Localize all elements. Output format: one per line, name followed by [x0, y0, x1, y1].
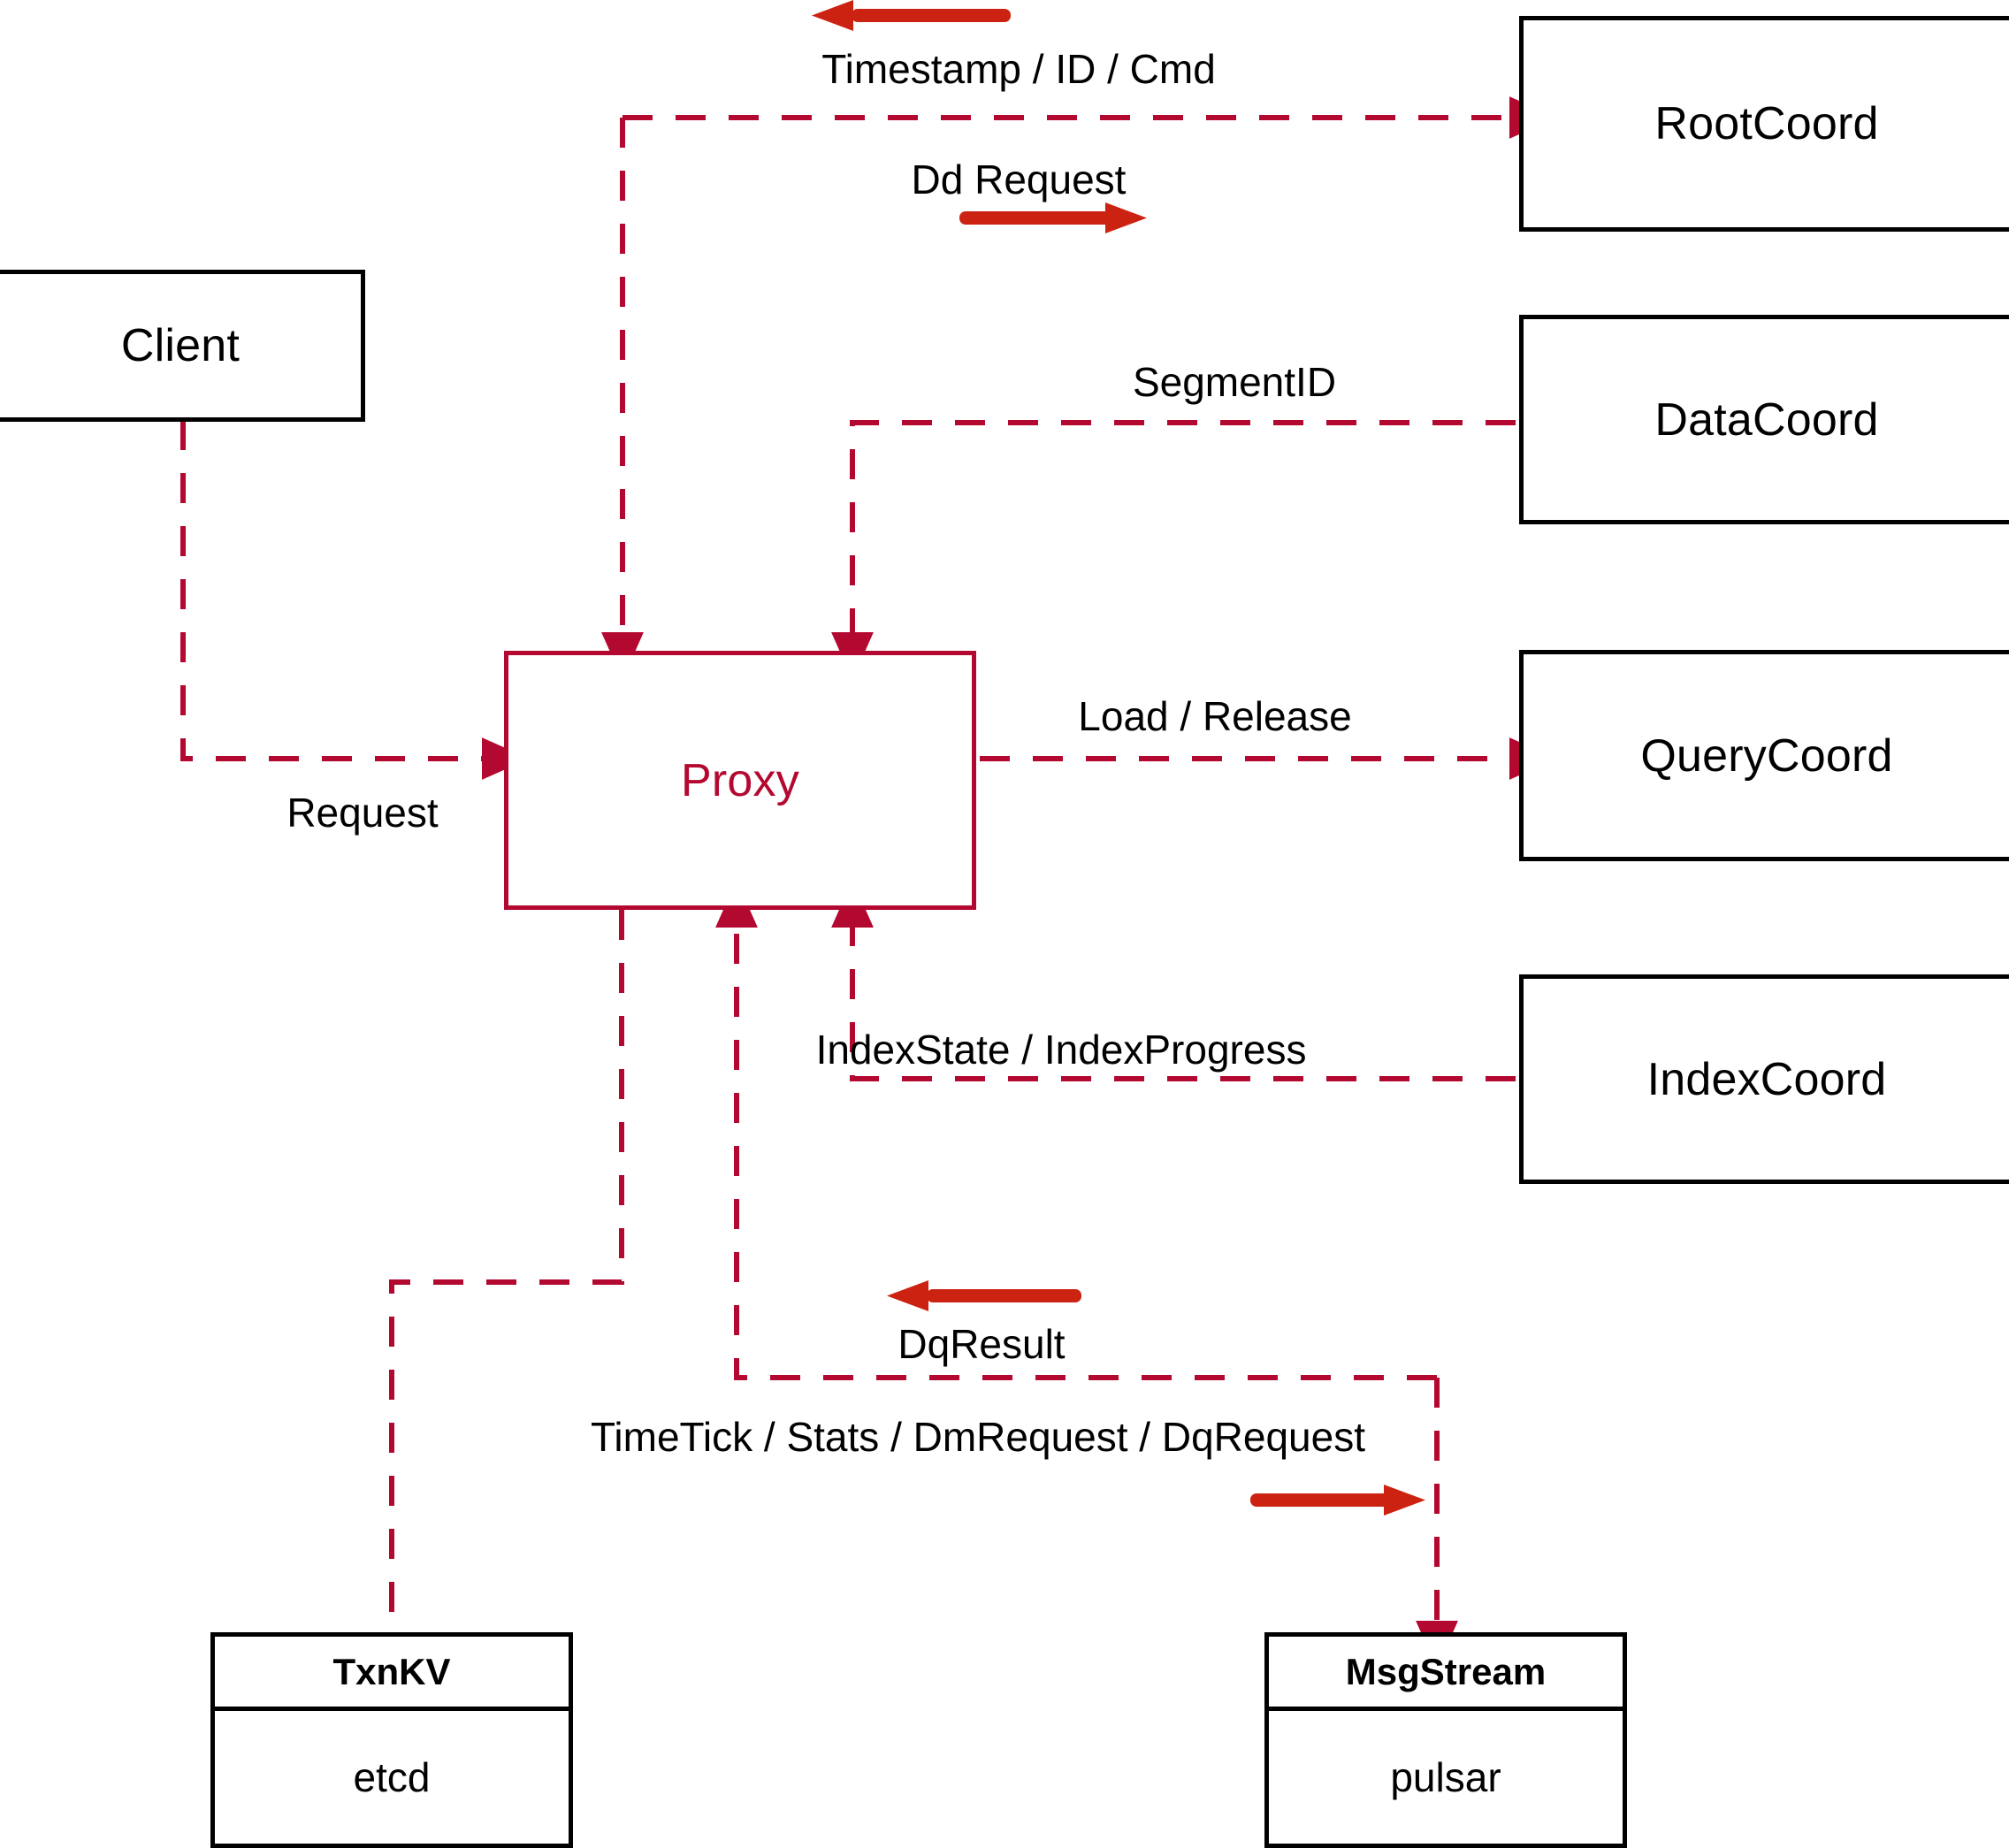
direction-arrow-left-timestamp: [812, 0, 1011, 31]
edge-client-proxy: [180, 420, 530, 780]
node-rootcoord[interactable]: RootCoord: [1519, 16, 2009, 232]
edge-datacoord-proxy: [831, 420, 1516, 680]
node-msgstream-header: MsgStream: [1269, 1637, 1623, 1711]
edge-label-segmentid: SegmentID: [1132, 359, 1337, 405]
edge-label-timestamp-id-cmd: Timestamp / ID / Cmd: [821, 46, 1216, 92]
node-txnkv-body-label: etcd: [353, 1754, 431, 1800]
edge-label-load-release: Load / Release: [1078, 693, 1352, 739]
node-msgstream[interactable]: MsgStream pulsar: [1264, 1632, 1627, 1848]
edge-indexcoord-proxy: [831, 880, 1516, 1081]
node-txnkv-header-label: TxnKV: [332, 1650, 451, 1692]
node-datacoord[interactable]: DataCoord: [1519, 315, 2009, 524]
edge-label-indexstate: IndexState / IndexProgress: [815, 1027, 1307, 1073]
edge-proxy-txnkv: [389, 910, 624, 1632]
edge-label-request: Request: [286, 790, 439, 836]
edge-label-timetick-stats: TimeTick / Stats / DmRequest / DqRequest: [591, 1414, 1365, 1460]
node-msgstream-body-label: pulsar: [1390, 1754, 1501, 1800]
edge-label-dqresult: DqResult: [898, 1321, 1066, 1367]
node-client[interactable]: Client: [0, 270, 365, 422]
node-querycoord-label: QueryCoord: [1640, 729, 1893, 782]
node-indexcoord-label: IndexCoord: [1646, 1053, 1887, 1105]
node-client-label: Client: [120, 320, 241, 371]
node-proxy[interactable]: Proxy: [504, 651, 976, 910]
direction-arrow-right-timetick: [1250, 1485, 1425, 1516]
edge-msgstream-proxy: [715, 880, 1437, 1380]
node-indexcoord[interactable]: IndexCoord: [1519, 974, 2009, 1184]
node-msgstream-body: pulsar: [1269, 1711, 1623, 1844]
direction-arrow-left-dqresult: [887, 1280, 1081, 1311]
node-datacoord-label: DataCoord: [1654, 393, 1879, 446]
node-querycoord[interactable]: QueryCoord: [1519, 650, 2009, 861]
node-proxy-label: Proxy: [681, 754, 799, 806]
node-txnkv-body: etcd: [215, 1711, 569, 1844]
node-txnkv[interactable]: TxnKV etcd: [210, 1632, 573, 1848]
direction-arrow-right-ddrequest: [959, 202, 1147, 233]
node-msgstream-header-label: MsgStream: [1345, 1650, 1547, 1692]
edge-label-dd-request: Dd Request: [911, 157, 1127, 202]
node-rootcoord-label: RootCoord: [1654, 98, 1879, 149]
node-txnkv-header: TxnKV: [215, 1637, 569, 1711]
